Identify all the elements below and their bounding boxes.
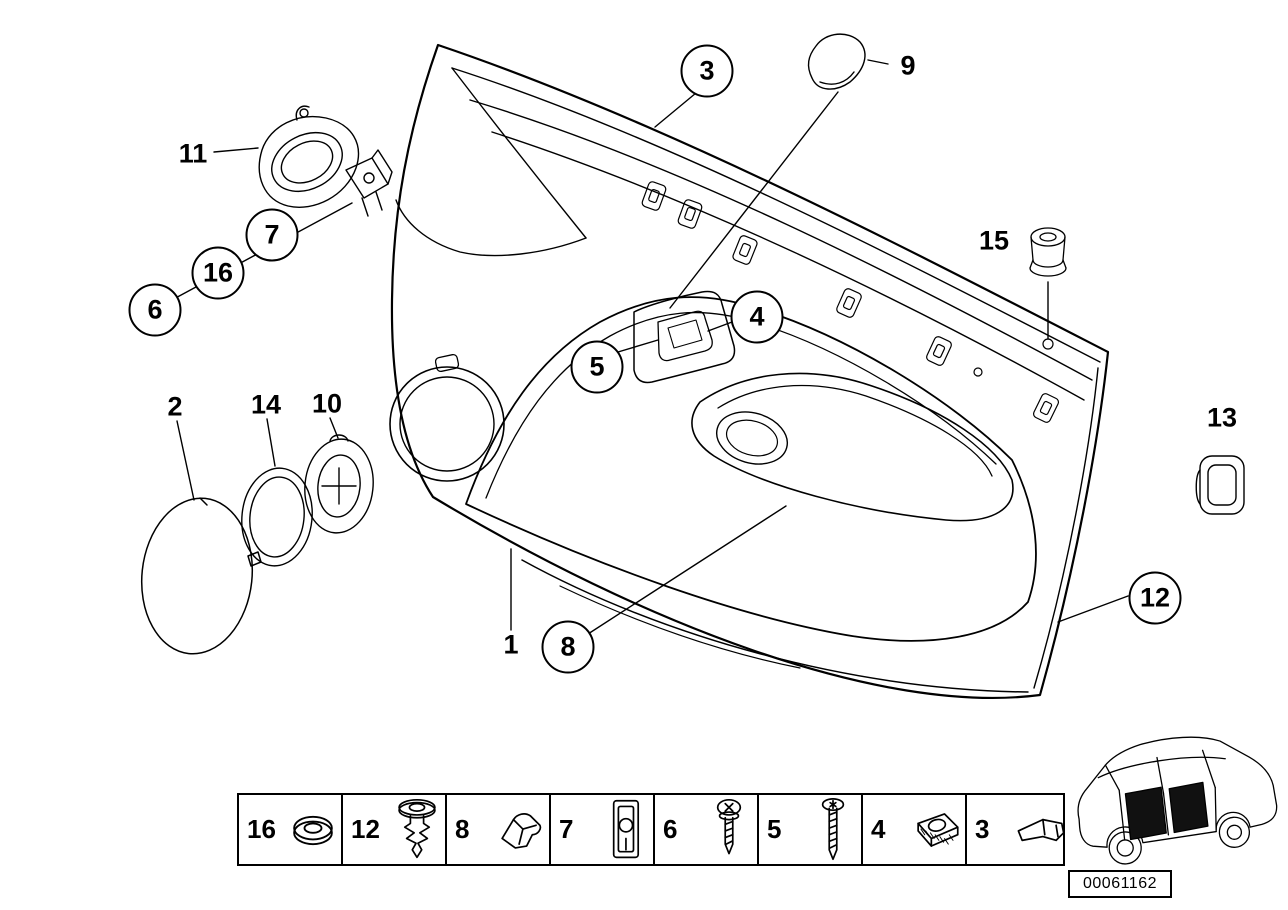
legend-cell-6[interactable]: 6: [653, 795, 757, 864]
callout-2[interactable]: 2: [167, 391, 183, 422]
callout-10[interactable]: 10: [311, 388, 343, 419]
legend-part-number: 6: [663, 814, 678, 844]
callout-11[interactable]: 11: [178, 138, 208, 169]
legend-part-number: 7: [559, 814, 574, 844]
callout-4[interactable]: 4: [730, 290, 784, 344]
expansion-rivet-icon: [389, 797, 445, 863]
legend-part-number: 3: [975, 814, 990, 844]
callout-1[interactable]: 1: [503, 629, 519, 660]
part-14-speaker-ring-drawing: [241, 467, 313, 567]
connector-housing-icon: [597, 797, 653, 863]
legend-part-number: 8: [455, 814, 470, 844]
callout-13[interactable]: 13: [1206, 402, 1238, 433]
legend-part-number: 4: [871, 814, 886, 844]
callout-14[interactable]: 14: [250, 389, 282, 420]
callout-3[interactable]: 3: [680, 44, 734, 98]
document-number: 00061162: [1083, 875, 1157, 892]
document-number-box: 00061162: [1068, 870, 1172, 898]
legend-cell-12[interactable]: 12: [341, 795, 445, 864]
leader-lines: [169, 59, 1129, 635]
legend-part-number: 12: [351, 814, 380, 844]
car-location-thumbnail: [1077, 736, 1278, 865]
callout-15[interactable]: 15: [978, 225, 1010, 256]
legend-part-number: 5: [767, 814, 782, 844]
legend-cell-16[interactable]: 16: [239, 795, 341, 864]
short-screw-icon: [701, 797, 757, 863]
long-screw-icon: [805, 797, 861, 863]
part-10-speaker-adapter-drawing: [304, 434, 374, 534]
speed-nut-icon: [909, 797, 965, 863]
legend-cell-3[interactable]: 3: [965, 795, 1069, 864]
part-13-clip-frame-drawing: [1195, 455, 1245, 515]
trim-clip-icon: [1013, 797, 1069, 863]
part-15-grommet-drawing: [1029, 227, 1067, 277]
legend-cell-5[interactable]: 5: [757, 795, 861, 864]
legend-cell-4[interactable]: 4: [861, 795, 965, 864]
legend-part-number: 16: [247, 814, 276, 844]
fastener-legend-strip: 16 12 8: [237, 793, 1065, 866]
legend-cell-8[interactable]: 8: [445, 795, 549, 864]
callout-16[interactable]: 16: [191, 246, 245, 300]
callout-9[interactable]: 9: [900, 50, 916, 81]
callout-12[interactable]: 12: [1128, 571, 1182, 625]
door-panel-drawing: [389, 43, 1110, 699]
callout-6[interactable]: 6: [128, 283, 182, 337]
legend-cell-7[interactable]: 7: [549, 795, 653, 864]
callout-8[interactable]: 8: [541, 620, 595, 674]
grommet-washer-icon: [285, 797, 341, 863]
part-11-handle-drawing: [258, 105, 393, 217]
spring-clip-icon: [493, 797, 549, 863]
part-9-cover-drawing: [807, 33, 866, 90]
callout-7[interactable]: 7: [245, 208, 299, 262]
callout-5[interactable]: 5: [570, 340, 624, 394]
